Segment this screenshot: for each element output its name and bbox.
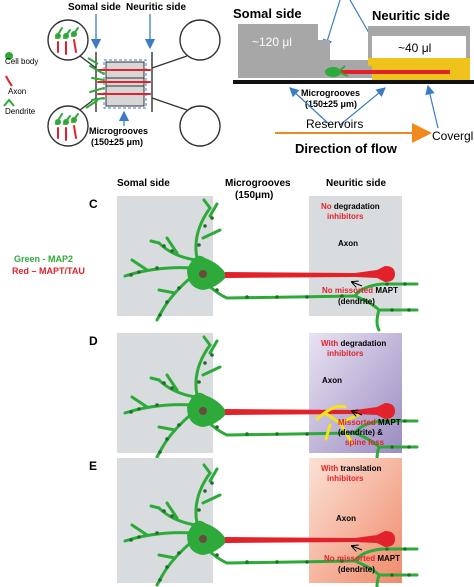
panel-b-side-view: Somal side Neuritic side ~120 μl ~40 μl … bbox=[233, 0, 474, 156]
legend-cell-body: Cell body bbox=[5, 57, 38, 66]
chamber-outline bbox=[47, 19, 221, 147]
panel-c-axon: Axon bbox=[338, 239, 358, 248]
panel-c-note-2: (dendrite) bbox=[338, 297, 375, 306]
somal-volume: ~120 μl bbox=[252, 35, 292, 49]
panel-d-letter: D bbox=[89, 334, 98, 348]
panel-c-note: No missorted MAPT bbox=[322, 286, 398, 295]
panel-a-microgrooves: Microgrooves bbox=[89, 126, 148, 136]
panel-a-somal-label: Somal side bbox=[68, 2, 121, 13]
legend-green: Green - MAP2 bbox=[14, 254, 73, 264]
panel-c-condition: No degradation bbox=[321, 202, 380, 211]
panel-e-note: No missorted MAPT bbox=[324, 554, 400, 563]
flow-label: Direction of flow bbox=[295, 141, 398, 156]
cell-body-icon bbox=[5, 52, 13, 60]
panel-b-somal-label: Somal side bbox=[233, 6, 302, 21]
legend-dendrite: Dendrite bbox=[5, 107, 36, 116]
legend-axon: Axon bbox=[8, 87, 26, 96]
reservoirs-label: Reservoirs bbox=[306, 117, 363, 131]
panel-b-neuritic-label: Neuritic side bbox=[372, 8, 450, 23]
panel-d-axon: Axon bbox=[322, 376, 342, 385]
axon-icon bbox=[5, 75, 13, 87]
panel-b-microgrooves-size: (150±25 μm) bbox=[305, 99, 357, 109]
neuritic-volume: ~40 μl bbox=[398, 41, 431, 55]
color-legend: Green - MAP2 Red – MAPT/TAU bbox=[12, 254, 85, 276]
header-microgrooves: Microgrooves bbox=[225, 178, 291, 189]
header-microgrooves-size: (150μm) bbox=[235, 190, 273, 201]
panel-e-note-2: (dendrite) bbox=[338, 565, 375, 574]
panel-d-note: Missorted MAPT bbox=[338, 418, 401, 427]
panel-c-inhibitors: inhibitors bbox=[327, 212, 364, 221]
microgroove-block bbox=[105, 61, 145, 107]
header-somal: Somal side bbox=[117, 178, 170, 189]
panel-d: D With degradation inhibitors Axon Misso… bbox=[89, 333, 419, 469]
panel-a-microgrooves-size: (150±25 μm) bbox=[91, 137, 143, 147]
panel-e: E With translation inhibitors Axon No mi… bbox=[89, 458, 419, 587]
panel-d-condition: With degradation bbox=[321, 339, 386, 348]
panels-header: Somal side Microgrooves (150μm) Neuritic… bbox=[117, 178, 386, 201]
panel-d-note-3: spine loss bbox=[345, 438, 385, 447]
panel-e-condition: With translation bbox=[321, 464, 381, 473]
microgroove-highlight bbox=[103, 59, 147, 109]
panel-e-letter: E bbox=[89, 459, 97, 473]
dendrite-icon bbox=[3, 98, 15, 107]
panel-a-neuritic-label: Neuritic side bbox=[126, 2, 186, 13]
panel-e-axon: Axon bbox=[336, 514, 356, 523]
legend-red: Red – MAPT/TAU bbox=[12, 266, 85, 276]
neuritic-well bbox=[372, 36, 466, 58]
coverslip-label: Covergl bbox=[432, 129, 473, 143]
panel-d-note-2: (dendrite) & bbox=[338, 428, 383, 437]
coverslip bbox=[233, 80, 474, 84]
panel-c: C No degradation inhibitors Axon No miss… bbox=[89, 196, 419, 332]
panel-b-microgrooves: Microgrooves bbox=[301, 88, 360, 98]
panel-a-chamber-diagram: Somal side Neuritic side bbox=[3, 2, 221, 147]
panel-e-inhibitors: inhibitors bbox=[327, 474, 364, 483]
panel-d-inhibitors: inhibitors bbox=[327, 349, 364, 358]
panel-c-letter: C bbox=[89, 197, 98, 211]
header-neuritic: Neuritic side bbox=[326, 178, 386, 189]
